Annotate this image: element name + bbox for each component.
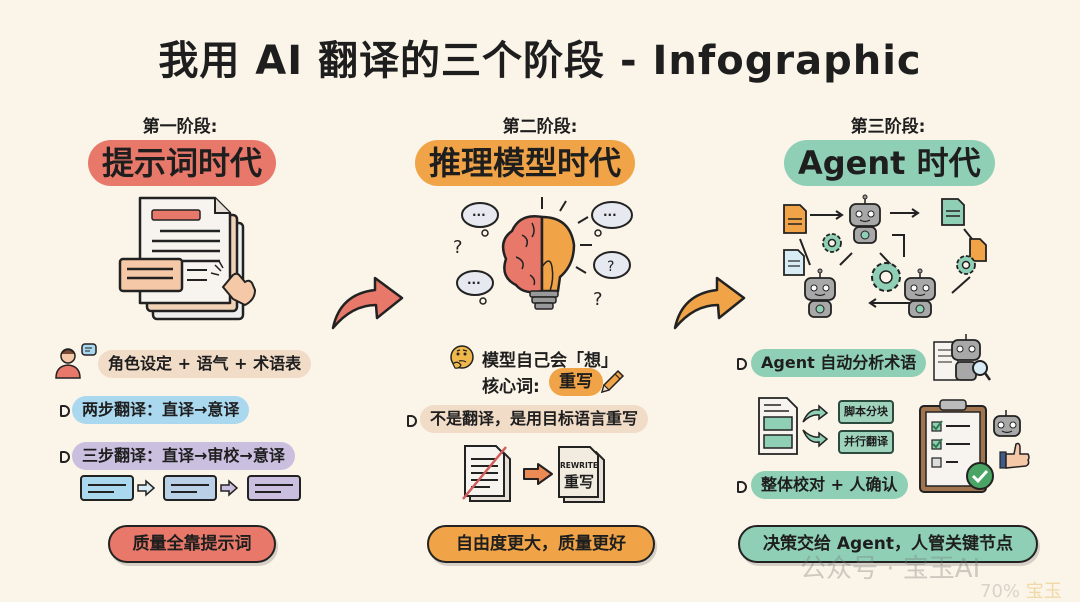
stage-1-summary: 质量全靠提示词 [108,525,276,563]
play-bullet-icon [60,405,70,417]
brain-lightbulb-icon: ··· ? ··· ··· ? ? [453,197,633,310]
play-bullet-icon [407,415,417,427]
curved-arrow-icon [673,276,746,330]
stage-2-item-think: 模型自己会「想」 [482,351,618,371]
watermark: 公众号 · 宝玉AI [800,554,981,584]
stage-3-item-analyze: Agent 自动分析术语 [751,349,927,377]
stage-1-title: 提示词时代 [88,140,277,186]
rewrite-label-zh: 重写 [563,473,594,491]
crossed-document-icon [462,445,511,502]
svg-text:···: ··· [472,208,486,222]
person-chat-icon [55,343,97,379]
agent-network-icon [783,194,987,318]
watermark-sub: 70% 宝玉 [980,577,1062,602]
svg-text:?: ? [453,237,463,258]
play-bullet-icon [737,481,747,493]
play-bullet-icon [737,358,747,370]
stage-3-item-review: 整体校对 + 人确认 [751,471,908,499]
watermark-name: 宝玉 [1025,581,1062,602]
play-bullet-icon [60,451,70,463]
stage-1-item-three-step: 三步翻译：直译→审校→意译 [72,442,295,470]
arrow-right-icon [523,463,553,485]
stage-3-item-chunk: 脚本分块 [838,400,894,424]
watermark-percent: 70% [980,581,1021,602]
page-title: 我用 AI 翻译的三个阶段 - Infographic [158,38,922,84]
stage-1-item-two-step: 两步翻译：直译→意译 [72,396,250,424]
stage-3-summary: 决策交给 Agent，人管关键节点 [738,525,1038,563]
stage-3-title: Agent 时代 [784,140,995,186]
robot-icon [804,268,836,318]
stage-3-item-parallel: 并行翻译 [838,430,894,454]
robot-icon [904,268,936,318]
stage-2-keyword-highlight: 重写 [549,368,603,396]
svg-text:?: ? [593,289,603,310]
svg-text:···: ··· [467,276,481,290]
thinking-face-icon [450,345,474,369]
clipboard-checklist-icon [919,399,1030,493]
pencil-icon [600,369,625,394]
rewrite-label-en: REWRITE [560,461,598,470]
stage-2-summary: 自由度更大，质量更好 [427,525,655,563]
split-document-icon [758,397,829,455]
stage-3-label: 第三阶段: [850,117,926,137]
rewrite-document: REWRITE 重写 [556,444,606,503]
robot-magnifier-icon [933,334,992,381]
document-stack-icon [118,196,257,321]
svg-text:?: ? [607,259,614,275]
svg-text:···: ··· [603,208,617,222]
stage-2-title: 推理模型时代 [415,140,636,186]
stage-2-item-rewrite: 不是翻译，是用目标语言重写 [420,405,649,433]
stage-2-label: 第二阶段: [502,117,578,137]
stage-1-label: 第一阶段: [142,117,218,137]
robot-icon [849,194,881,244]
stage-2-keyword-label: 核心词: [482,377,540,397]
stage-1-item-role: 角色设定 + 语气 + 术语表 [98,350,312,378]
three-step-flow-icon [80,475,301,501]
curved-arrow-icon [331,276,404,330]
